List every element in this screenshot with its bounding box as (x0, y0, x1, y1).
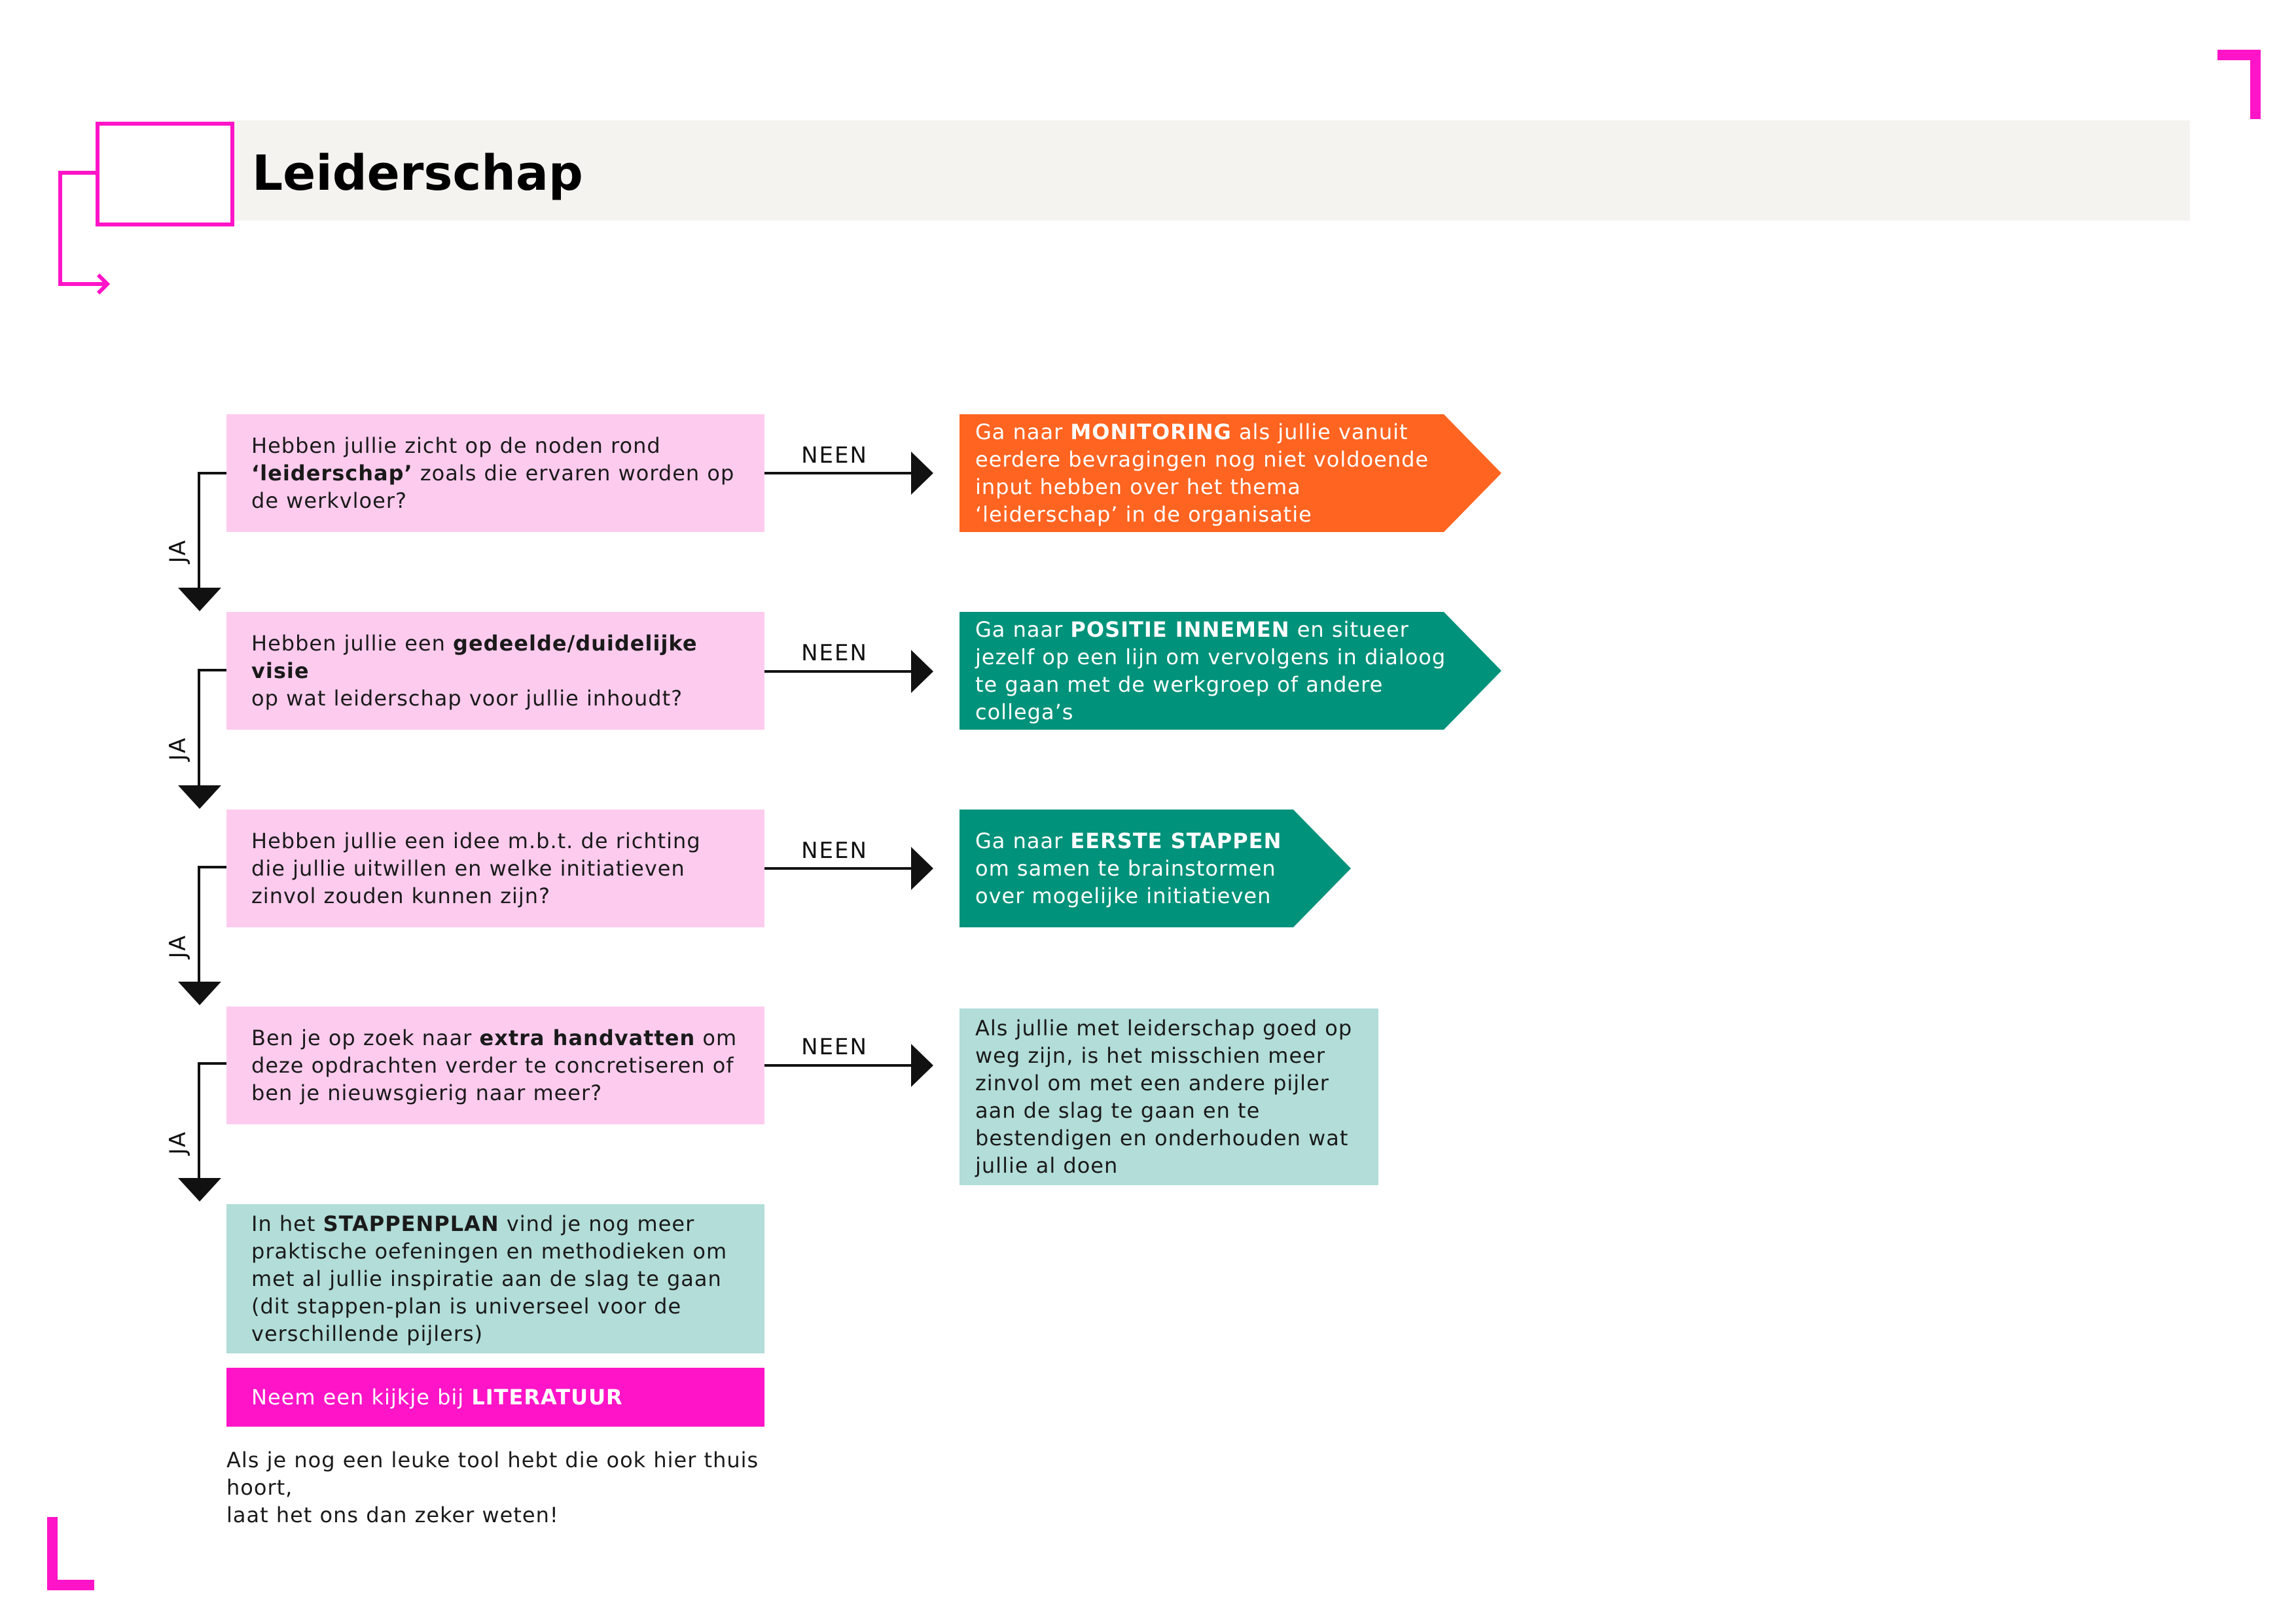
literatuur-text: Neem een kijkje bij (251, 1385, 472, 1410)
question-box-4: Ben je op zoek naar extra handvatten om … (226, 1007, 764, 1124)
result-other-pillar: Als jullie met leiderschap goed op weg z… (960, 1008, 1378, 1185)
question-4-text: Ben je op zoek naar (251, 1026, 480, 1050)
neen-arrowhead-3 (911, 847, 933, 890)
result-3-text: Ga naar (975, 829, 1071, 853)
ja-arrowhead-2 (178, 785, 221, 809)
ja-label-1: JA (165, 539, 191, 563)
corner-mark-top-right (2217, 50, 2261, 60)
question-1-text-end: zoals die ervaren worden op de werkvloer… (251, 461, 735, 513)
result-2-link[interactable]: POSITIE INNEMEN (1070, 617, 1290, 642)
result-2-text-end: en situeer jezelf op een lijn om vervolg… (975, 617, 1446, 724)
question-4-bold: extra handvatten (479, 1026, 696, 1050)
neen-label-4: NEEN (801, 1034, 868, 1060)
stappenplan-text: In het (251, 1211, 323, 1236)
corner-mark-bottom-left (47, 1517, 58, 1590)
question-2-bold: gedeelde/duidelijke visie (251, 631, 698, 683)
question-box-2: Hebben jullie een gedeelde/duidelijke vi… (226, 612, 764, 730)
ja-arrowhead-3 (178, 982, 221, 1005)
corner-mark-top-right-vertical (2250, 50, 2261, 119)
header-bracket-line (58, 171, 105, 286)
question-4-text-end: om deze opdrachten verder te concretiser… (251, 1026, 738, 1105)
stappenplan-link[interactable]: STAPPENPLAN (323, 1211, 499, 1236)
ja-arrowhead-1 (178, 588, 221, 611)
question-box-3: Hebben jullie een idee m.b.t. de richtin… (226, 810, 764, 927)
result-4-text: Als jullie met leiderschap goed op weg z… (975, 1016, 1353, 1178)
result-3-text-end: om samen te brainstormen over mogelijke … (975, 856, 1276, 908)
stappenplan-text-end: vind je nog meer praktische oefeningen e… (251, 1211, 728, 1346)
page-title: Leiderschap (252, 145, 583, 202)
neen-arrowhead-1 (911, 452, 933, 495)
neen-label-2: NEEN (801, 640, 868, 666)
stappenplan-box[interactable]: In het STAPPENPLAN vind je nog meer prak… (226, 1204, 764, 1353)
result-positie-innemen[interactable]: Ga naar POSITIE INNEMEN en situeer jezel… (960, 612, 1501, 730)
ja-arrowhead-4 (178, 1178, 221, 1202)
question-2-text-end: op wat leiderschap voor jullie inhoudt? (251, 686, 683, 711)
header-bar (229, 120, 2190, 221)
result-eerste-stappen[interactable]: Ga naar EERSTE STAPPEN om samen te brain… (960, 810, 1351, 927)
result-3-link[interactable]: EERSTE STAPPEN (1070, 829, 1282, 853)
neen-label-3: NEEN (801, 838, 868, 864)
result-2-text: Ga naar (975, 617, 1071, 642)
neen-arrowhead-2 (911, 650, 933, 693)
ja-connector-2 (198, 669, 237, 788)
corner-mark-bottom-left-horizontal (47, 1580, 94, 1590)
result-1-link[interactable]: MONITORING (1070, 419, 1232, 444)
footer-note: Als je nog een leuke tool hebt die ook h… (226, 1448, 759, 1527)
result-1-text-end: als jullie vanuit eerdere bevragingen no… (975, 419, 1429, 527)
result-monitoring[interactable]: Ga naar MONITORING als jullie vanuit eer… (960, 414, 1501, 532)
neen-arrowhead-4 (911, 1044, 933, 1087)
literatuur-box[interactable]: Neem een kijkje bij LITERATUUR (226, 1368, 764, 1427)
question-box-1: Hebben jullie zicht op de noden rond ‘le… (226, 414, 764, 532)
ja-connector-1 (198, 472, 237, 590)
header-bracket-arrowhead (96, 273, 111, 295)
ja-label-3: JA (165, 934, 191, 959)
ja-connector-3 (198, 866, 237, 984)
literatuur-link[interactable]: LITERATUUR (471, 1385, 623, 1410)
ja-label-2: JA (165, 736, 191, 761)
ja-label-4: JA (165, 1130, 191, 1155)
ja-connector-4 (198, 1062, 237, 1181)
result-1-text: Ga naar (975, 419, 1071, 444)
question-1-bold: ‘leiderschap’ (251, 461, 413, 486)
question-2-text: Hebben jullie een (251, 631, 454, 656)
question-1-text: Hebben jullie zicht op de noden rond (251, 433, 661, 458)
neen-label-1: NEEN (801, 442, 868, 469)
question-3-text: Hebben jullie een idee m.b.t. de richtin… (251, 829, 701, 908)
